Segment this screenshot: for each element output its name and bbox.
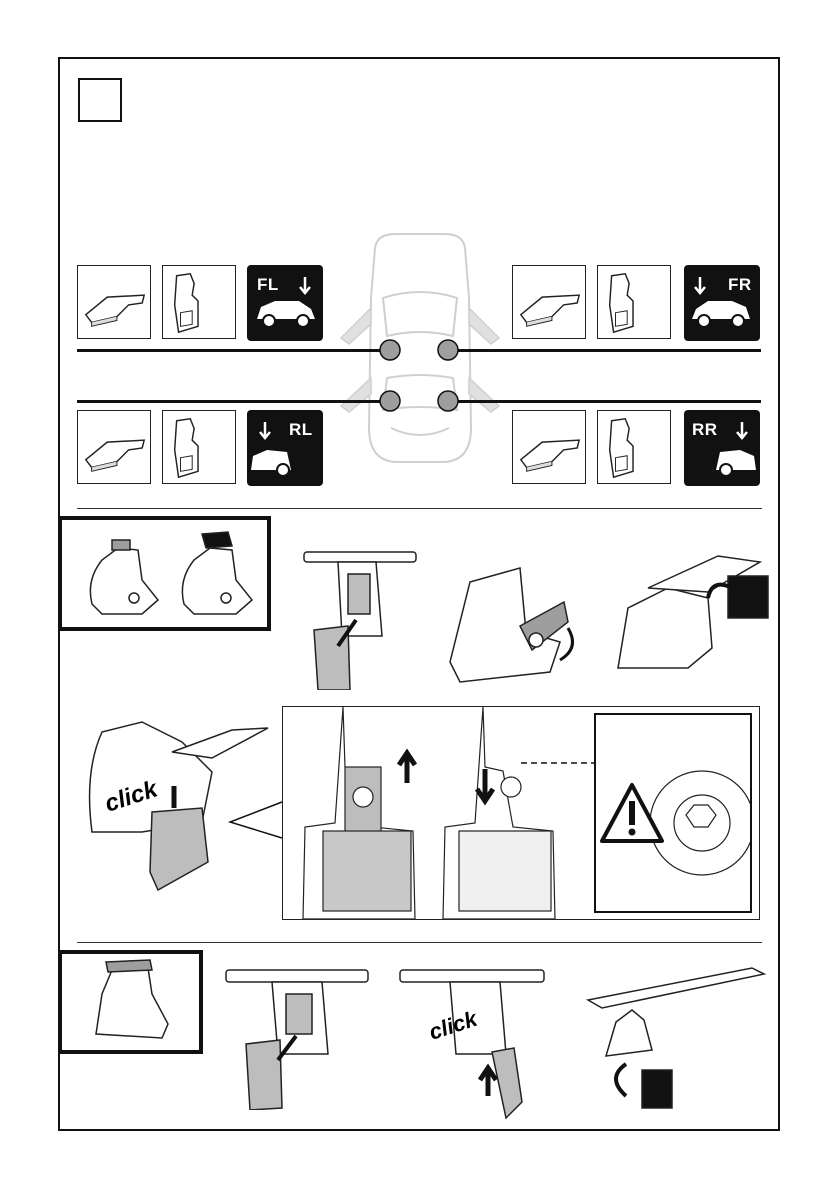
rotate-arrow-icon [560,628,573,660]
position-label-rr: RR [692,420,718,440]
open-cover-illustration [440,562,590,690]
foot-position-markers [378,338,462,414]
lift-cover-illustration [608,548,770,688]
line-front-left [77,349,389,352]
position-label-fr: FR [728,275,752,295]
pad-part-rl [77,410,151,484]
foot-type-panel-2 [58,950,203,1054]
pad-part-icon [513,411,585,483]
clamp-part-rl [162,410,236,484]
foot-type-illustration-2 [62,954,199,1050]
position-badge-fl: FL [247,265,323,341]
arrow-up-icon [399,753,415,783]
line-rear-left [77,400,389,403]
marker-rear-left [380,391,400,411]
line-rear-right [447,400,761,403]
click-pad-illustration-2: click [396,962,548,1120]
clamp-part-fl [162,265,236,339]
clamp-part-icon [163,411,235,483]
position-label-fl: FL [257,275,279,295]
section-divider-2 [77,942,762,943]
foot-types-panel [58,516,271,631]
position-badge-rr: RR [684,410,760,486]
foot-types-illustration [62,520,267,627]
insert-pad-illustration-2 [222,960,372,1110]
clamp-part-icon [598,266,670,338]
clamp-part-fr [597,265,671,339]
mounted-bar-illustration [582,960,766,1110]
pad-part-icon [78,411,150,483]
clamp-part-icon [598,411,670,483]
pad-part-icon [78,266,150,338]
clamp-part-rr [597,410,671,484]
arrow-up-icon [480,1068,496,1096]
marker-front-left [380,340,400,360]
position-badge-fr: FR [684,265,760,341]
pad-part-rr [512,410,586,484]
position-label-rl: RL [289,420,313,440]
marker-front-right [438,340,458,360]
marker-rear-right [438,391,458,411]
pad-part-fl [77,265,151,339]
pad-part-fr [512,265,586,339]
line-front-right [447,349,761,352]
position-badge-rl: RL [247,410,323,486]
pad-part-icon [513,266,585,338]
insert-pad-illustration [298,540,422,690]
callout-pointer [228,800,284,840]
step-number-box [78,78,122,122]
rotate-arrow-icon [616,1064,626,1096]
clamp-part-icon [163,266,235,338]
warning-detail-panel [594,713,752,913]
section-divider-1 [77,508,762,509]
